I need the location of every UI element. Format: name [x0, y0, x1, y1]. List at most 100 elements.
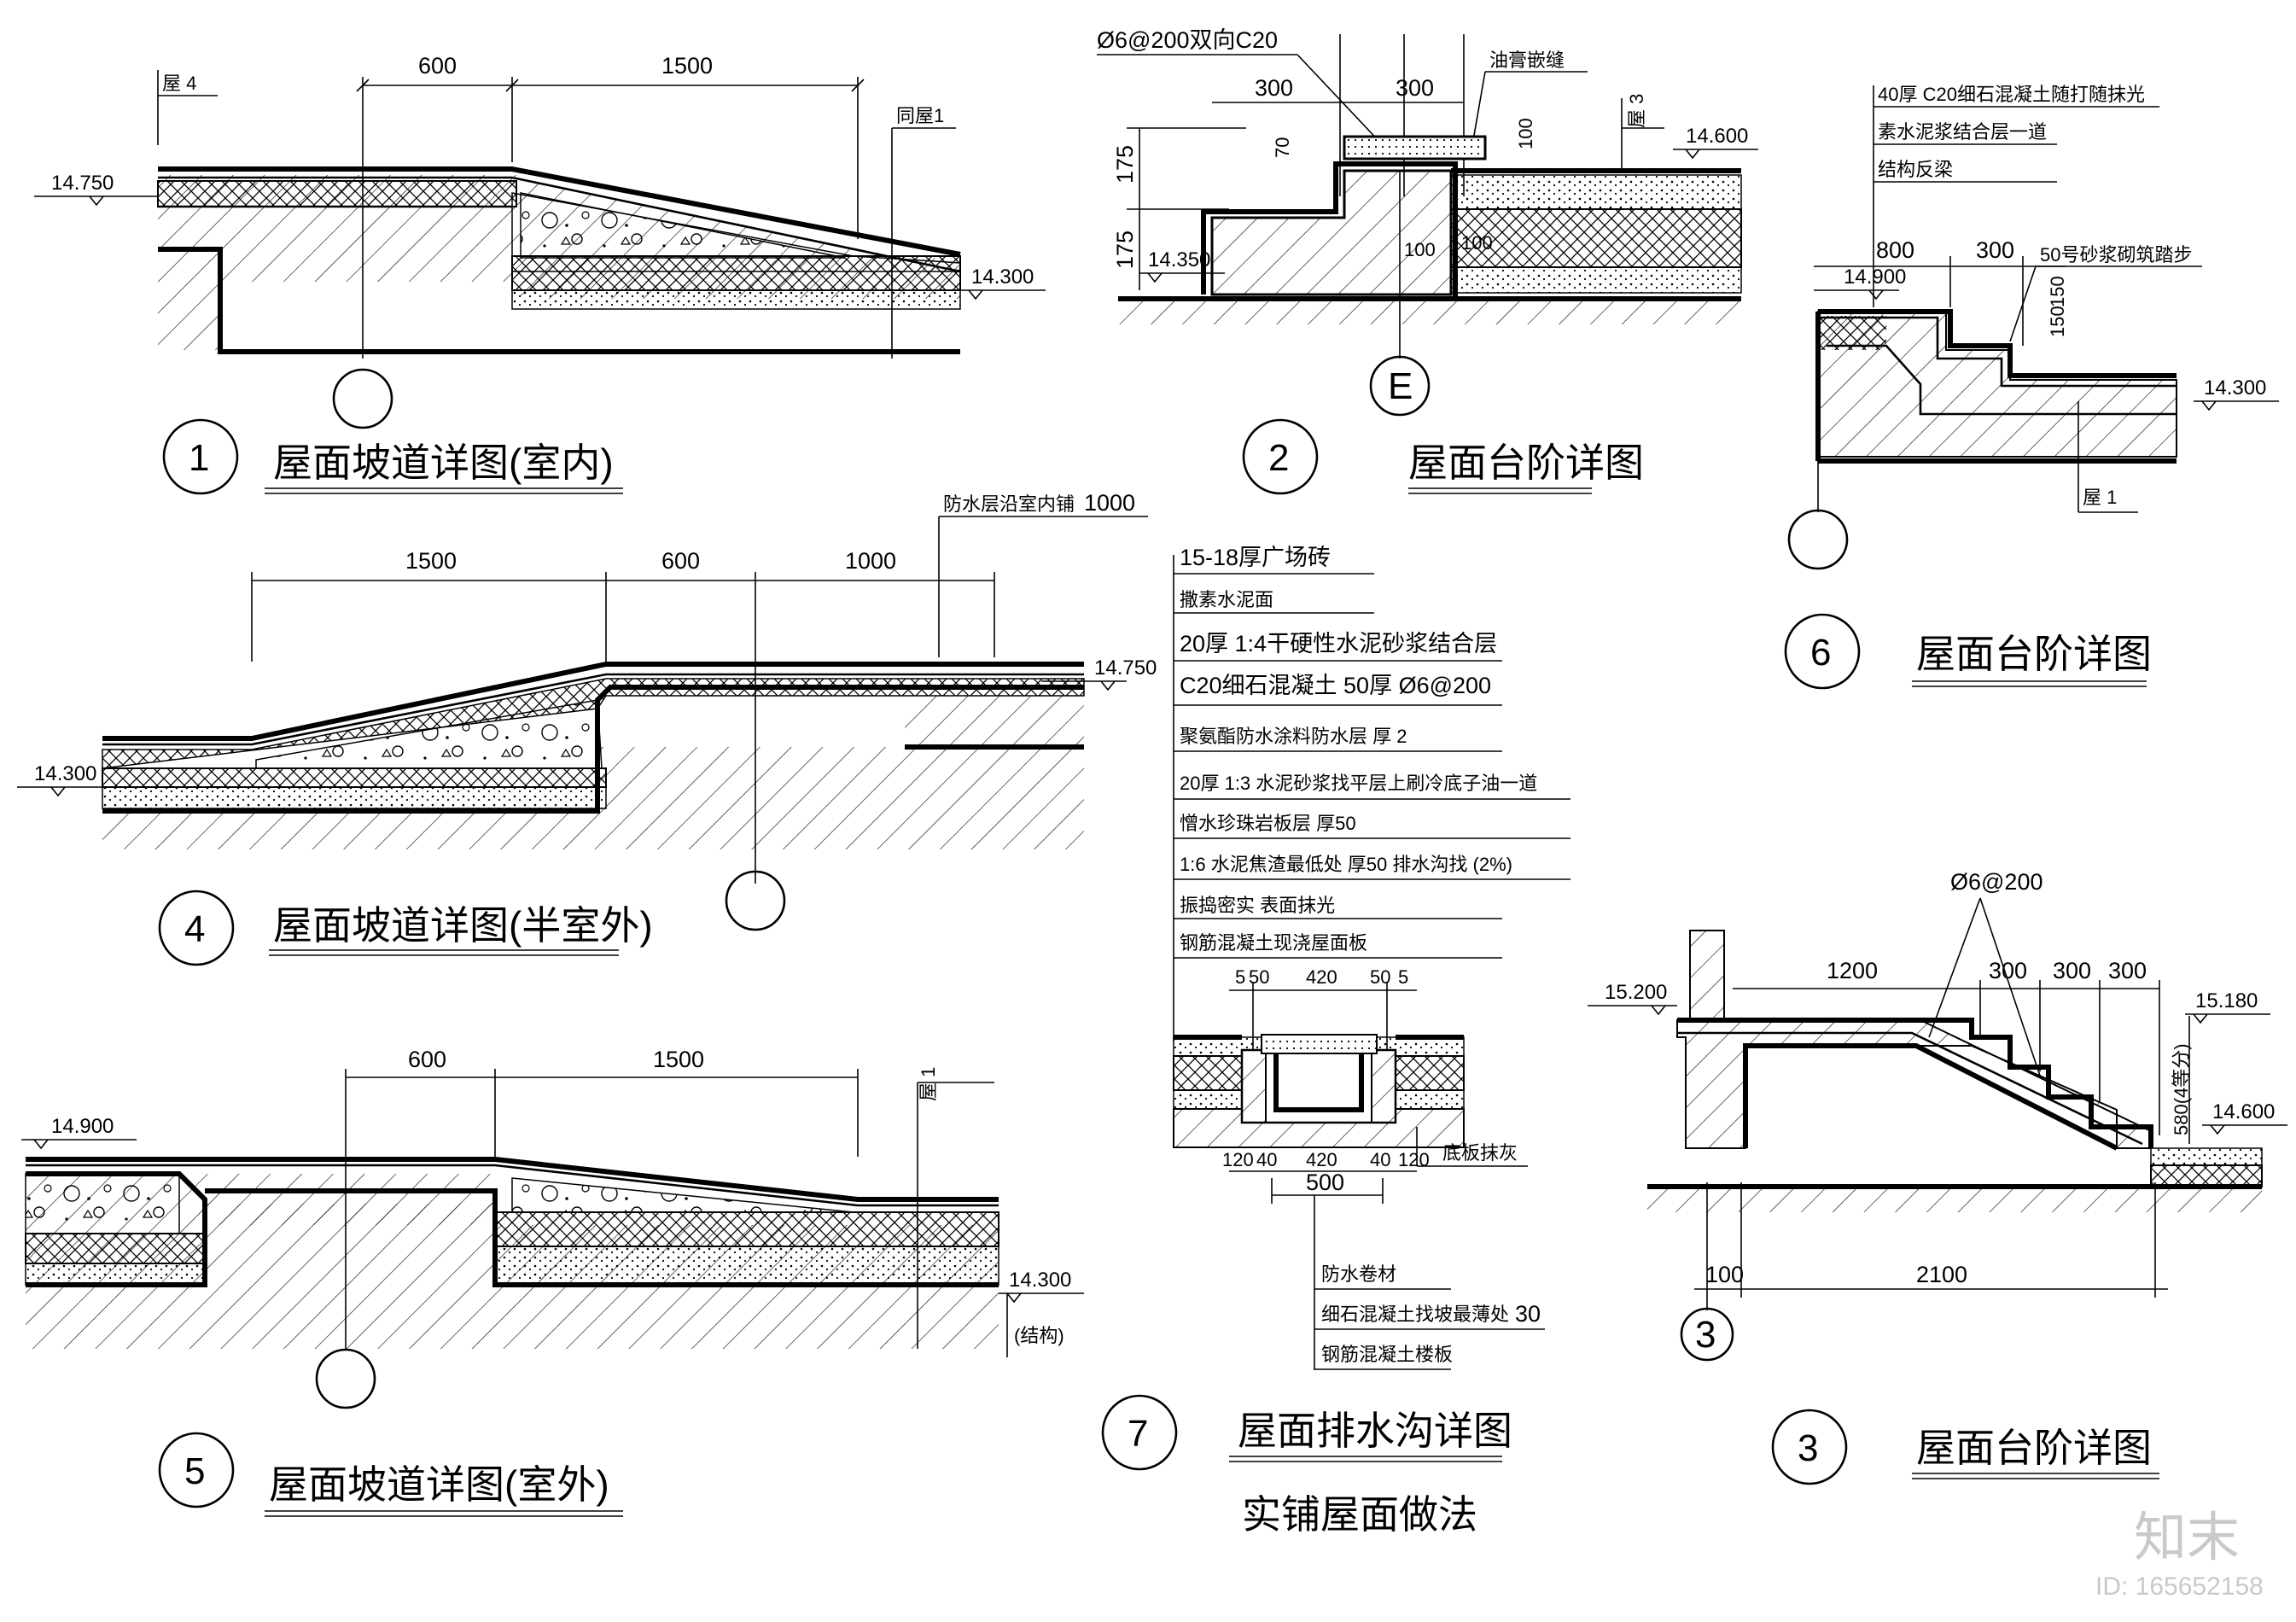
- d5-dim-1500: 1500: [653, 1047, 704, 1072]
- d2-dim-100b: 100: [1404, 239, 1436, 260]
- d2-axis: E: [1388, 365, 1413, 407]
- d2-number: 2: [1268, 437, 1289, 479]
- d2-dim-70: 70: [1272, 137, 1293, 158]
- d6-dim-800: 800: [1876, 237, 1914, 263]
- d2-level-lo: 14.350: [1148, 248, 1210, 271]
- d7-layer-7: 憎水珍珠岩板层 厚50: [1180, 813, 1356, 834]
- d6-tag-bottom: 屋 1: [2083, 487, 2117, 508]
- d3-rebar: Ø6@200: [1950, 869, 2043, 895]
- d2-dim-175a: 175: [1112, 145, 1138, 184]
- watermark-id: ID: 165652158: [2095, 1572, 2264, 1601]
- d3-number: 3: [1798, 1427, 1818, 1469]
- d7-top-dim-50a: 50: [1249, 966, 1269, 988]
- d1-level-lo: 14.300: [971, 265, 1034, 289]
- d3-edge: 100: [1705, 1262, 1744, 1287]
- d3-dim-300c: 300: [2108, 958, 2147, 983]
- d7-top-dim-5b: 5: [1398, 966, 1408, 988]
- d6-title: 屋面台阶详图: [1916, 632, 2152, 676]
- d4-dim-1000: 1000: [845, 548, 896, 574]
- d7-layer-2: 撒素水泥面: [1180, 589, 1273, 610]
- d7-bot-dim-420: 420: [1306, 1149, 1337, 1170]
- d6-number: 6: [1810, 632, 1831, 674]
- d4-level-lo: 14.300: [34, 762, 96, 785]
- d6-dim-300: 300: [1976, 237, 2014, 263]
- d7-number: 7: [1128, 1413, 1148, 1455]
- d3-dim-300a: 300: [1989, 958, 2027, 983]
- d4-number: 4: [184, 908, 205, 950]
- d7-top-dim-420: 420: [1306, 966, 1337, 988]
- d3-dim-300b: 300: [2053, 958, 2091, 983]
- d5-struct: (结构): [1014, 1325, 1064, 1346]
- d7-layer-5: 聚氨酯防水涂料防水层 厚 2: [1180, 726, 1407, 747]
- d2-dim-175b: 175: [1112, 230, 1138, 269]
- d6-note-2: 素水泥浆结合层一道: [1878, 121, 2047, 143]
- d3-dim-1200: 1200: [1827, 958, 1878, 983]
- d5-tag-right: 屋 1: [918, 1067, 939, 1101]
- d7-layer-4: C20细石混凝土 50厚 Ø6@200: [1180, 673, 1491, 698]
- d2-level-hi: 14.600: [1686, 125, 1748, 148]
- d7-right-note: 底板抹灰: [1442, 1142, 1518, 1164]
- d7-gutter-width: 500: [1306, 1170, 1344, 1195]
- d7-layer-1: 15-18厚广场砖: [1180, 545, 1331, 570]
- d7-layer-8: 1:6 水泥焦渣最低处 厚50 排水沟找 (2%): [1180, 854, 1512, 875]
- d5-number: 5: [184, 1450, 205, 1492]
- d5-title: 屋面坡道详图(室外): [269, 1462, 609, 1507]
- d6-level-lo: 14.300: [2204, 376, 2266, 400]
- d6-note-1: 40厚 C20细石混凝土随打随抹光: [1878, 84, 2145, 105]
- d6-note-3: 结构反梁: [1878, 159, 1953, 180]
- d7-title: 屋面排水沟详图: [1238, 1409, 1512, 1453]
- d4-level-hi: 14.750: [1094, 656, 1157, 680]
- d4-dim-600: 600: [661, 548, 700, 574]
- d3-level-mid: 15.180: [2195, 989, 2258, 1012]
- d7-layer-9: 振捣密实 表面抹光: [1180, 895, 1335, 916]
- d7-gnote-2: 细石混凝土找坡最薄处: [1321, 1304, 1509, 1325]
- d2-dim-100c: 100: [1461, 232, 1493, 254]
- detail-2-step: Ø6@200双向C20 油膏嵌缝 300 300 175 175 70 100 …: [1097, 27, 1758, 495]
- d6-dim-150b: 150: [2047, 276, 2068, 307]
- d1-tag-left: 屋 4: [162, 73, 196, 94]
- d7-layer-6: 20厚 1:3 水泥砂浆找平层上刷冷底子油一道: [1180, 773, 1537, 794]
- d7-layer-3: 20厚 1:4干硬性水泥砂浆结合层: [1180, 631, 1497, 656]
- detail-4-ramp-semi-outdoor: 防水层沿室内铺 1000 1500 600 1000 14.750 14.300: [17, 490, 1157, 966]
- d7-bot-dim-40a: 40: [1256, 1149, 1277, 1170]
- d7-gnote-1: 防水卷材: [1321, 1263, 1396, 1285]
- d3-rise: 580(4等分): [2171, 1043, 2192, 1135]
- d2-tag-right: 屋 3: [1626, 94, 1647, 128]
- d6-level-hi: 14.900: [1844, 265, 1906, 289]
- d5-dim-600: 600: [408, 1047, 446, 1072]
- watermark-brand: 知末: [2134, 1508, 2240, 1567]
- d1-number: 1: [189, 437, 209, 479]
- d2-rebar: Ø6@200双向C20: [1097, 27, 1278, 53]
- d4-top-note: 防水层沿室内铺: [943, 493, 1075, 515]
- d4-dim-1500: 1500: [405, 548, 457, 574]
- d4-top-dim: 1000: [1084, 490, 1135, 516]
- detail-5-ramp-outdoor: 600 1500 屋 1 14.900 14.300 (结构) 5 屋面坡道详图…: [21, 1047, 1084, 1517]
- d1-title: 屋面坡道详图(室内): [273, 441, 614, 485]
- detail-7-drain-gutter: 15-18厚广场砖 撒素水泥面 20厚 1:4干硬性水泥砂浆结合层 C20细石混…: [1101, 545, 1570, 1537]
- d3-title: 屋面台阶详图: [1916, 1426, 2152, 1470]
- d1-tag-right: 同屋1: [896, 105, 944, 126]
- d5-level-hi: 14.900: [51, 1115, 114, 1138]
- d1-level-hi: 14.750: [51, 172, 114, 195]
- d2-dim-300b: 300: [1396, 75, 1434, 101]
- d5-level-lo: 14.300: [1009, 1269, 1071, 1292]
- detail-3-step: Ø6@200 1200 300 300 300 15.200 15.180 58…: [1588, 869, 2287, 1485]
- d7-bot-dim-40b: 40: [1370, 1149, 1390, 1170]
- d3-axis: 3: [1695, 1314, 1716, 1356]
- d7-gnote-3: 钢筋混凝土楼板: [1321, 1344, 1453, 1365]
- d7-top-dim-5a: 5: [1235, 966, 1245, 988]
- d7-top-dim-50b: 50: [1370, 966, 1390, 988]
- d3-level-lo: 14.600: [2212, 1100, 2275, 1123]
- d2-dim-300a: 300: [1255, 75, 1293, 101]
- d2-dim-100: 100: [1515, 118, 1536, 149]
- d4-title: 屋面坡道详图(半室外): [273, 903, 653, 948]
- d6-dim-150a: 150: [2047, 306, 2068, 337]
- d1-dim-600: 600: [418, 53, 457, 79]
- d7-subtitle: 实铺屋面做法: [1242, 1492, 1477, 1537]
- d7-gnote-value: 30: [1515, 1301, 1541, 1327]
- d2-title: 屋面台阶详图: [1408, 441, 1644, 485]
- d7-bot-dim-120b: 120: [1398, 1149, 1430, 1170]
- d3-span: 2100: [1916, 1262, 1967, 1287]
- d6-step-note: 50号砂浆砌筑踏步: [2040, 244, 2192, 265]
